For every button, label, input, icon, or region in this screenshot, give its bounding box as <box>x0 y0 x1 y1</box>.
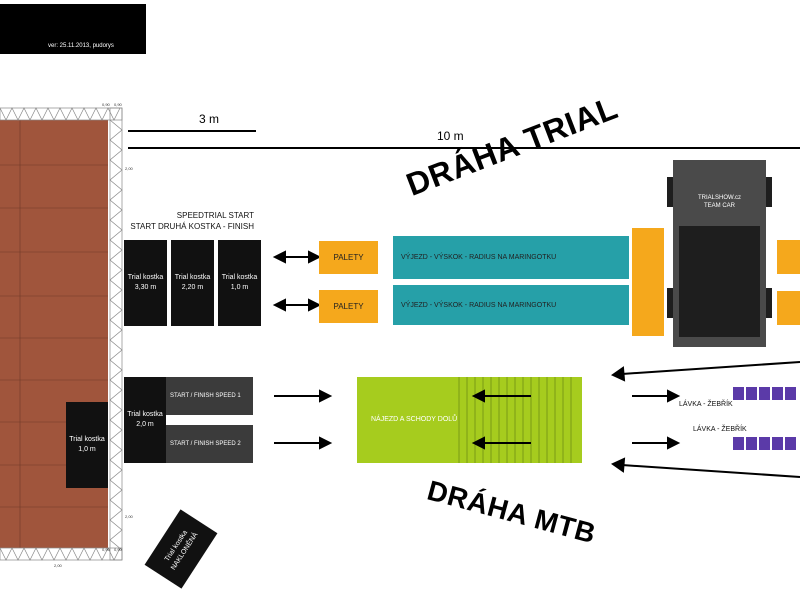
three-m-label: 3 m <box>199 112 220 126</box>
team-car: TRIALSHOW.cz TEAM CAR <box>673 160 766 347</box>
truss-bottom <box>0 547 123 561</box>
arrow-right-4 <box>632 436 681 450</box>
arrow-diag-bottom <box>610 457 800 478</box>
ramp-label: VÝJEZD - VÝSKOK - RADIUS NA MARINGOTKU <box>401 301 557 309</box>
car-roof <box>679 226 760 337</box>
dim-label: 0,90 <box>114 102 122 107</box>
arrow-right-3 <box>632 389 681 403</box>
truss-top <box>0 107 123 121</box>
speedtrial-line1: SPEEDTRIAL START <box>176 211 254 220</box>
lavka-bar <box>733 387 800 400</box>
car-label: TRIALSHOW.cz TEAM CAR <box>673 194 766 210</box>
lavka-bar <box>733 437 800 450</box>
dim-label: 2,00 <box>125 166 133 171</box>
car-label-line2: TEAM CAR <box>703 203 735 209</box>
kostka-label: Trial kostka <box>174 274 211 281</box>
paleta-label: PALETY <box>333 253 364 262</box>
car-ramp-right-bottom <box>777 291 800 325</box>
kostka-label: Trial kostka <box>127 274 164 281</box>
najezd-steps <box>458 377 572 463</box>
trial-kostka: Trial kostka 3,30 m <box>124 240 167 326</box>
car-ramp-left <box>632 228 664 336</box>
speedtrial-line2: START DRUHÁ KOSTKA - FINISH <box>130 222 254 231</box>
double-arrow-2 <box>272 298 322 312</box>
najezd-label: NÁJEZD A SCHODY DOLŮ <box>371 416 458 423</box>
lavka-label: LÁVKA - ŽEBŘÍK <box>693 426 747 433</box>
kostka-label: Trial kostka <box>221 274 258 281</box>
ten-m-label: 10 m <box>437 129 464 143</box>
ramp: VÝJEZD - VÝSKOK - RADIUS NA MARINGOTKU <box>393 236 629 279</box>
trial-kostka: Trial kostka 2,20 m <box>171 240 214 326</box>
speedtrial-text: SPEEDTRIAL START START DRUHÁ KOSTKA - FI… <box>124 210 254 232</box>
ramp-label: VÝJEZD - VÝSKOK - RADIUS NA MARINGOTKU <box>401 254 557 261</box>
kostka-height: 3,30 m <box>134 284 157 291</box>
kostka-label: Trial kostka <box>127 411 163 418</box>
dim-label: 0,90 <box>114 547 122 552</box>
dim-label: 2,00 <box>125 514 133 519</box>
speed-label: START / FINISH SPEED 1 <box>170 393 241 399</box>
dim-label: 0,90 <box>102 102 110 107</box>
dim-label: 0,90 <box>102 547 110 552</box>
version-label: ver: 25.11.2013, pudorys <box>48 43 114 49</box>
arrow-right-2 <box>274 436 333 450</box>
trial-kostka: Trial kostka 1,0 m <box>66 402 108 488</box>
double-arrow-1 <box>272 250 322 264</box>
speed-label: START / FINISH SPEED 2 <box>170 441 241 447</box>
ramp: VÝJEZD - VÝSKOK - RADIUS NA MARINGOTKU <box>393 285 629 325</box>
car-wheel <box>766 177 772 207</box>
kostka-height: 1,0 m <box>78 446 96 453</box>
kostka-height: 1,0 m <box>230 284 249 291</box>
car-label-line1: TRIALSHOW.cz <box>697 195 741 201</box>
car-wheel <box>766 288 772 318</box>
najezd-ramp: NÁJEZD A SCHODY DOLŮ <box>357 377 582 463</box>
lavka-label: LÁVKA - ŽEBŘÍK <box>679 401 733 408</box>
truss-right <box>109 107 123 561</box>
paleta: PALETY <box>319 290 378 323</box>
car-wheel <box>667 288 673 318</box>
dim-label: 2,00 <box>54 563 62 568</box>
car-wheel <box>667 177 673 207</box>
kostka-height: 2,20 m <box>181 284 204 291</box>
car-ramp-right-top <box>777 240 800 274</box>
paleta: PALETY <box>319 241 378 274</box>
kostka-label: Trial kostka <box>69 436 105 443</box>
arrow-diag-top <box>610 361 800 382</box>
header-box: ver: 25.11.2013, pudorys <box>0 4 146 54</box>
trial-kostka: Trial kostka 1,0 m <box>218 240 261 326</box>
paleta-label: PALETY <box>333 302 364 311</box>
arrow-right-1 <box>274 389 333 403</box>
kostka-height: 2,0 m <box>136 421 154 428</box>
trial-kostka: Trial kostka 2,0 m <box>124 377 166 463</box>
